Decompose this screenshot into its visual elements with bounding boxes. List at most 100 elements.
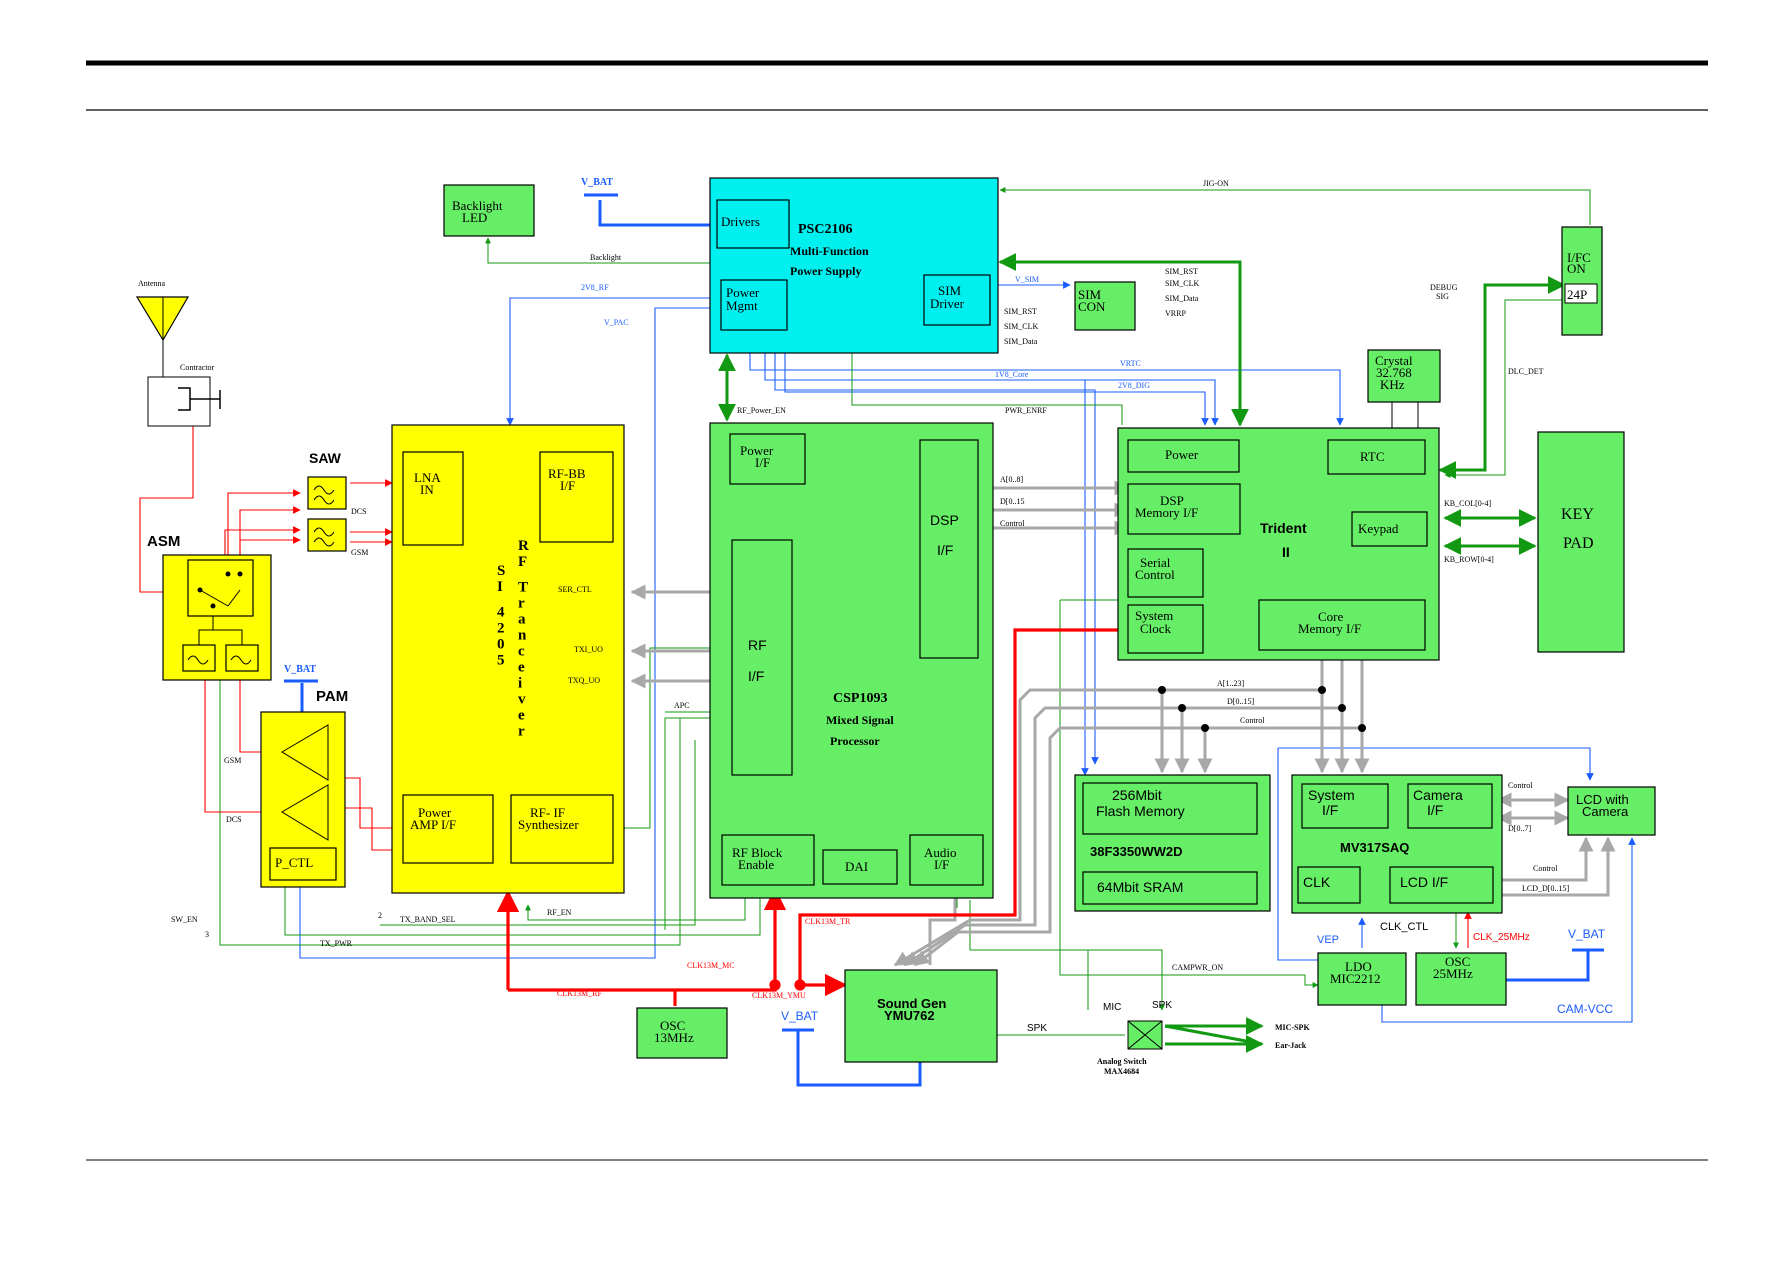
- csp-subtitle-1: Mixed Signal: [826, 713, 894, 727]
- mv-cam-2: I/F: [1427, 802, 1443, 818]
- sound-line2: YMU762: [884, 1008, 935, 1023]
- label-clk13m-rf: CLK13M_RF: [557, 989, 602, 998]
- ifcon-line2: ON: [1567, 261, 1586, 276]
- label-2v8-dig: 2V8_DIG: [1118, 381, 1150, 390]
- analog-line2: MAX4684: [1104, 1067, 1139, 1076]
- label-sim-rst: SIM_RST: [1004, 307, 1037, 316]
- junction-dots: [1158, 686, 1366, 732]
- trident-title-2: II: [1282, 544, 1290, 560]
- saw-dcs: DCS: [351, 507, 367, 516]
- mv317saq-block: System I/F Camera I/F MV317SAQ CLK LCD I…: [1291, 774, 1503, 914]
- keypad-block: KEY PAD: [1537, 431, 1625, 653]
- label-spk: SPK: [1027, 1023, 1047, 1034]
- trident-serial-1: Serial: [1140, 555, 1171, 570]
- label-rf-en: RF_EN: [547, 908, 572, 917]
- csp-rfblock-2: Enable: [738, 857, 774, 872]
- label-pwr-enrf: PWR_ENRF: [1005, 406, 1047, 415]
- label-vrtc: VRTC: [1120, 359, 1141, 368]
- label-mic-spk: MIC-SPK: [1275, 1023, 1310, 1032]
- trident-coremem-2: Memory I/F: [1298, 621, 1361, 636]
- label-tx-pwr: TX_PWR: [320, 939, 353, 948]
- wires-gray: [630, 480, 1616, 967]
- psc-simdriver-2: Driver: [930, 296, 965, 311]
- trident-sysclk-2: Clock: [1140, 621, 1172, 636]
- antenna: Antenna: [135, 279, 190, 382]
- rf-pamp-2: AMP I/F: [410, 817, 456, 832]
- csp-power-2: I/F: [755, 455, 770, 470]
- label-backlight: Backlight: [590, 253, 622, 262]
- mv-sys-1: System: [1308, 787, 1355, 803]
- trident-power: Power: [1165, 447, 1199, 462]
- label-lcd-d: LCD_D[0..15]: [1522, 884, 1569, 893]
- label-v-sim: V_SIM: [1015, 275, 1039, 284]
- label-dlc-det: DLC_DET: [1508, 367, 1544, 376]
- label-sw-en: SW_EN: [171, 915, 198, 924]
- label-ear-jack: Ear-Jack: [1275, 1041, 1307, 1050]
- psc-drivers: Drivers: [721, 214, 760, 229]
- label-sim-clk: SIM_CLK: [1004, 322, 1038, 331]
- lcd-line2: Camera: [1582, 804, 1629, 819]
- label-rf-power-en: RF_Power_EN: [737, 406, 786, 415]
- psc-subtitle-2: Power Supply: [790, 264, 861, 278]
- ldo-line1: LDO: [1345, 959, 1372, 974]
- flash-part: 38F3350WW2D: [1090, 844, 1182, 859]
- label-d0-15b: D[0..15]: [1227, 697, 1254, 706]
- sim-con-block: SIM CON: [1074, 281, 1136, 331]
- label-control-dsp: Control: [1000, 519, 1025, 528]
- label-debug-2: SIG: [1436, 292, 1449, 301]
- label-clk13m-mc: CLK13M_MC: [687, 961, 735, 970]
- crystal-line2: 32.768: [1376, 365, 1412, 380]
- psc-simdriver-1: SIM: [938, 283, 962, 298]
- label-ser-ctl: SER_CTL: [558, 585, 592, 594]
- osc25-block: OSC 25MHz: [1415, 952, 1507, 1006]
- label-sim-rst-r: SIM_RST: [1165, 267, 1198, 276]
- lcd-camera-block: LCD with Camera: [1567, 786, 1656, 836]
- label-2v8-rf: 2V8_RF: [581, 283, 609, 292]
- csp-audio-2: I/F: [934, 857, 949, 872]
- psc-powermgmt-2: Mgmt: [726, 298, 758, 313]
- rf-lna-2: IN: [420, 482, 434, 497]
- csp-rfblock-1: RF Block: [732, 845, 783, 860]
- rf-lna-1: LNA: [414, 470, 441, 485]
- osc25-line1: OSC: [1445, 954, 1470, 969]
- rf-transceiver-block: LNA IN RF-BB I/F Power AMP I/F RF- IF Sy…: [391, 424, 625, 894]
- rf-rfbb-2: I/F: [560, 478, 575, 493]
- flash-line2: Flash Memory: [1096, 803, 1185, 819]
- csp-power-1: Power: [740, 443, 774, 458]
- rf-rfbb-1: RF-BB: [548, 466, 586, 481]
- backlight-led-block: Backlight LED: [443, 184, 535, 237]
- label-vbat-pam: V_BAT: [284, 664, 316, 675]
- trident-serial-2: Control: [1135, 567, 1175, 582]
- trident-keypad: Keypad: [1358, 521, 1399, 536]
- osc13-block: OSC 13MHz: [636, 1007, 728, 1059]
- wires-red-thick: [496, 628, 1125, 1006]
- label-a1-23: A[1..23]: [1217, 679, 1244, 688]
- label-num-2: 2: [378, 911, 382, 920]
- label-vbat-sound: V_BAT: [781, 1009, 819, 1023]
- trident-block: Power RTC DSP Memory I/F Keypad Serial C…: [1117, 427, 1440, 661]
- mv-sys-2: I/F: [1322, 802, 1338, 818]
- osc25-line2: 25MHz: [1433, 966, 1473, 981]
- flash-sram: 64Mbit SRAM: [1097, 879, 1183, 895]
- label-vbat-right: V_BAT: [1568, 927, 1606, 941]
- psc-title: PSC2106: [798, 222, 852, 237]
- ifcon-pins: 24P: [1567, 287, 1587, 302]
- saw-filters: SAW DCS GSM: [307, 450, 368, 557]
- trident-sysclk-1: System: [1135, 608, 1173, 623]
- label-txi-uo: TXI_UO: [574, 645, 603, 654]
- trident-dspmem-2: Memory I/F: [1135, 505, 1198, 520]
- rf-synth-2: Synthesizer: [518, 817, 579, 832]
- label-control-lcd2: Control: [1533, 864, 1558, 873]
- ifcon-line1: I/FC: [1567, 250, 1591, 265]
- label-kb-row: KB_ROW[0-4]: [1444, 555, 1494, 564]
- label-tx-band-sel: TX_BAND_SEL: [400, 915, 456, 924]
- asm-block: ASM: [147, 533, 272, 681]
- saw-title: SAW: [309, 450, 342, 466]
- label-txq-uo: TXQ_UO: [568, 676, 600, 685]
- pam-pctl: P_CTL: [275, 855, 313, 870]
- sound-line1: Sound Gen: [877, 996, 946, 1011]
- label-d0-7: D[0..7]: [1508, 824, 1531, 833]
- label-debug-1: DEBUG: [1430, 283, 1458, 292]
- pam-gsm: GSM: [224, 756, 241, 765]
